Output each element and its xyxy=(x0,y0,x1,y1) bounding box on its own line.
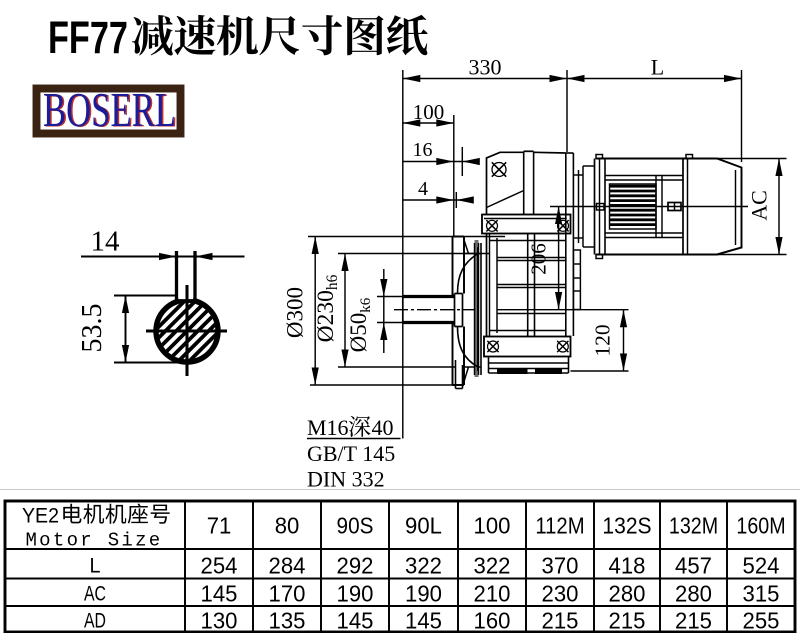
svg-text:80: 80 xyxy=(275,513,300,539)
svg-text:230: 230 xyxy=(542,581,579,607)
svg-text:255: 255 xyxy=(743,608,780,633)
svg-text:215: 215 xyxy=(675,608,712,633)
svg-text:170: 170 xyxy=(269,581,306,607)
svg-text:90L: 90L xyxy=(405,513,442,539)
svg-text:418: 418 xyxy=(609,553,646,579)
svg-text:BOSERL: BOSERL xyxy=(43,82,176,137)
svg-text:Ø300: Ø300 xyxy=(283,287,308,338)
svg-text:210: 210 xyxy=(474,581,511,607)
svg-text:524: 524 xyxy=(743,553,780,579)
svg-text:145: 145 xyxy=(405,608,442,633)
svg-text:215: 215 xyxy=(542,608,579,633)
svg-text:135: 135 xyxy=(269,608,306,633)
svg-text:AC: AC xyxy=(747,190,772,221)
svg-text:Ø230h6: Ø230h6 xyxy=(313,274,341,342)
svg-text:215: 215 xyxy=(609,608,646,633)
svg-text:254: 254 xyxy=(201,553,238,579)
svg-text:L: L xyxy=(651,55,664,80)
svg-text:145: 145 xyxy=(337,608,374,633)
svg-text:M16: M16 xyxy=(307,415,349,440)
svg-text:AD: AD xyxy=(84,610,106,633)
svg-text:40: 40 xyxy=(372,415,394,440)
svg-text:90S: 90S xyxy=(337,513,374,539)
svg-text:190: 190 xyxy=(405,581,442,607)
svg-text:Ø50k6: Ø50k6 xyxy=(346,297,374,352)
svg-text:DIN 332: DIN 332 xyxy=(307,467,385,492)
svg-text:16: 16 xyxy=(413,139,433,161)
svg-text:112M: 112M xyxy=(535,513,584,539)
svg-text:100: 100 xyxy=(474,513,511,539)
svg-text:145: 145 xyxy=(201,581,238,607)
svg-text:14: 14 xyxy=(91,226,121,258)
svg-text:71: 71 xyxy=(207,513,232,539)
svg-text:120: 120 xyxy=(591,324,615,356)
svg-text:53.5: 53.5 xyxy=(77,304,108,353)
svg-text:GB/T 145: GB/T 145 xyxy=(307,441,395,466)
svg-text:190: 190 xyxy=(337,581,374,607)
svg-text:130: 130 xyxy=(201,608,238,633)
svg-text:132S: 132S xyxy=(602,513,651,539)
svg-text:4: 4 xyxy=(418,178,428,200)
svg-text:322: 322 xyxy=(405,553,442,579)
svg-text:L: L xyxy=(90,555,101,578)
svg-text:160M: 160M xyxy=(736,513,785,539)
svg-text:FF77: FF77 xyxy=(48,12,128,63)
svg-text:Motor Size: Motor Size xyxy=(25,530,162,552)
svg-text:330: 330 xyxy=(469,55,502,80)
svg-text:292: 292 xyxy=(337,553,374,579)
svg-text:457: 457 xyxy=(675,553,712,579)
svg-text:100: 100 xyxy=(413,100,445,124)
svg-text:322: 322 xyxy=(474,553,511,579)
svg-text:AC: AC xyxy=(84,583,106,606)
svg-text:132M: 132M xyxy=(669,513,718,539)
svg-text:206: 206 xyxy=(527,243,551,275)
svg-text:280: 280 xyxy=(609,581,646,607)
svg-text:280: 280 xyxy=(675,581,712,607)
svg-text:315: 315 xyxy=(743,581,780,607)
svg-text:YE2: YE2 xyxy=(22,505,59,528)
svg-text:160: 160 xyxy=(474,608,511,633)
svg-text:370: 370 xyxy=(542,553,579,579)
svg-text:284: 284 xyxy=(269,553,306,579)
svg-text:BOSERL: BOSERL xyxy=(45,83,178,138)
